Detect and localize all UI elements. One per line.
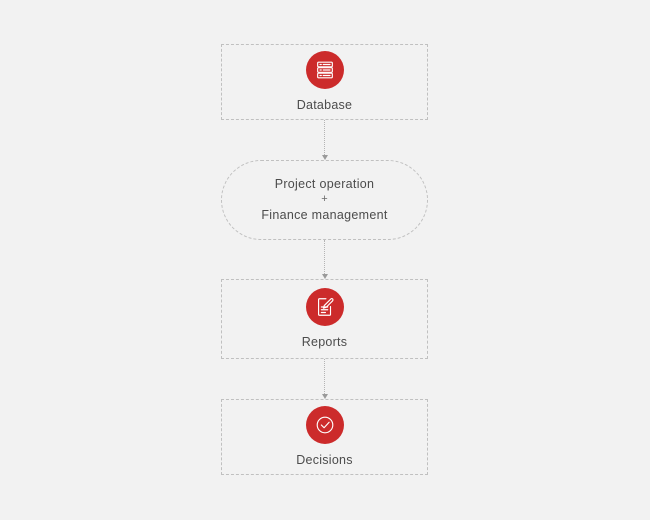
node-decisions[interactable]: Decisions (221, 399, 428, 475)
connector-database-to-process (321, 120, 328, 160)
connector-stem (324, 359, 325, 394)
node-process[interactable]: Project operation + Finance management (221, 160, 428, 240)
connector-process-to-reports (321, 240, 328, 279)
arrowhead-icon (321, 155, 328, 160)
arrowhead-icon (321, 274, 328, 279)
check-circle-icon (305, 406, 344, 444)
database-icon (305, 51, 344, 89)
node-reports[interactable]: Reports (221, 279, 428, 359)
node-database-label: Database (296, 98, 353, 112)
connector-stem (324, 240, 325, 274)
connector-reports-to-decisions (321, 359, 328, 399)
document-edit-icon (305, 288, 344, 326)
node-database[interactable]: Database (221, 44, 428, 120)
connector-stem (324, 120, 325, 155)
node-process-line2: Finance management (261, 207, 388, 222)
node-reports-label: Reports (301, 335, 348, 349)
arrowhead-icon (321, 394, 328, 399)
node-process-plus: + (321, 193, 328, 206)
node-process-line1: Project operation (274, 177, 375, 192)
node-decisions-label: Decisions (296, 453, 353, 467)
